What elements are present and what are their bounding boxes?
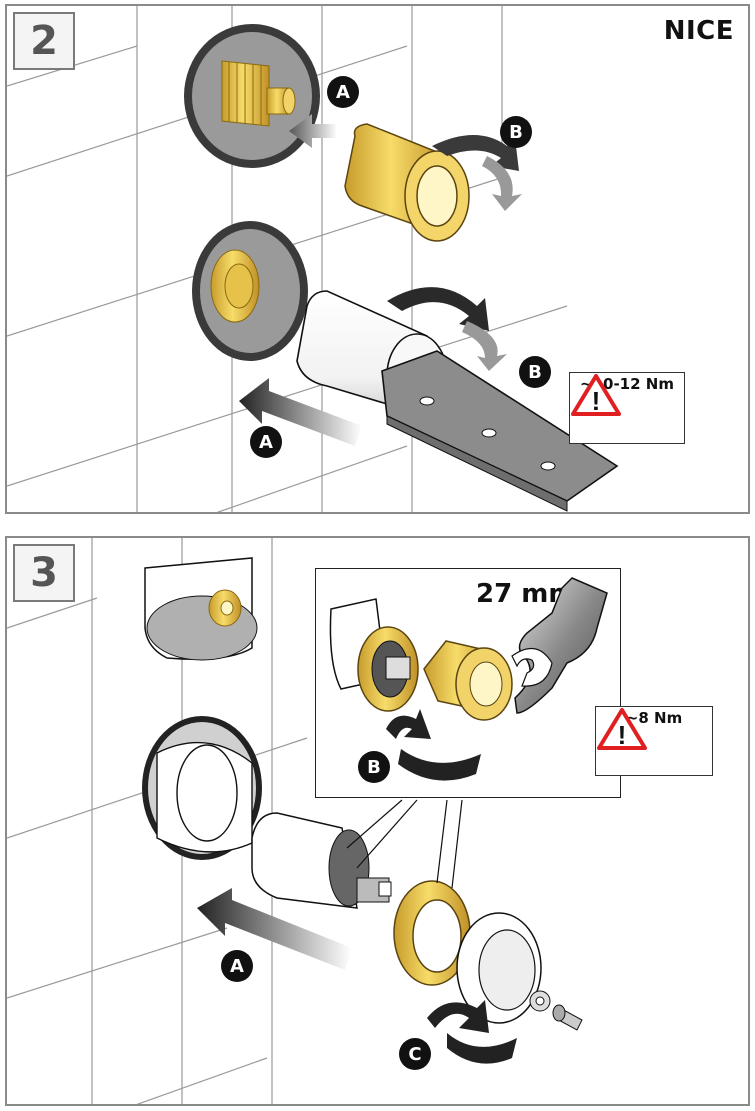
brass-nut (423, 640, 513, 721)
wrench-size-label: 27 mm (476, 579, 576, 609)
warning-symbol: ! (618, 720, 627, 750)
rotate-arrow-b (386, 709, 431, 739)
outer-cover-ring (456, 912, 542, 1024)
warning-triangle-icon: ! (597, 708, 647, 750)
detail-illustration (329, 598, 513, 781)
callout-lines (346, 799, 463, 889)
brand-label: NICE (663, 16, 734, 46)
brass-sleeve (344, 123, 470, 242)
warning-symbol: ! (592, 386, 601, 416)
label-b-bottom: B (519, 356, 551, 388)
cover-with-key-tool (296, 290, 619, 512)
label-b-top: B (500, 116, 532, 148)
lower-wall-ring (142, 716, 262, 860)
step-3-panel: 3 2 (5, 536, 750, 1106)
insert-arrow-a (197, 888, 352, 970)
upper-installed-cover (144, 557, 258, 661)
torque-warning-box: ! ~8 Nm (595, 706, 713, 776)
step-number-box: 2 (13, 12, 75, 70)
label-a-top: A (327, 76, 359, 108)
upper-wall-plate (184, 24, 320, 168)
torque-warning-box: ! ~10-12 Nm (569, 372, 685, 444)
insert-arrow-a-bottom (239, 378, 362, 446)
cartridge (251, 812, 392, 909)
label-c: C (399, 1038, 431, 1070)
insert-arrow-a-top (289, 114, 337, 148)
step-2-panel: 2 NICE A B B A ! ~10-12 Nm (5, 4, 750, 514)
lower-wall-plate (192, 221, 308, 361)
step-number-box: 3 (13, 544, 75, 602)
step-2-illustration (7, 6, 619, 512)
rotate-arrow-c (427, 1000, 489, 1033)
detail-inset: 27 mm B (315, 568, 621, 798)
label-a-bottom: A (250, 426, 282, 458)
rotate-arrow-b-bottom (387, 287, 489, 331)
screw-and-washer (529, 990, 583, 1031)
step-3-illustration (7, 538, 583, 1104)
label-b: B (358, 751, 390, 783)
label-a: A (221, 950, 253, 982)
warning-triangle-icon: ! (571, 374, 621, 416)
brass-ring-lower (393, 880, 471, 986)
torque-value: ~8 Nm (625, 709, 683, 727)
rotate-arrow-b-top (432, 135, 519, 171)
